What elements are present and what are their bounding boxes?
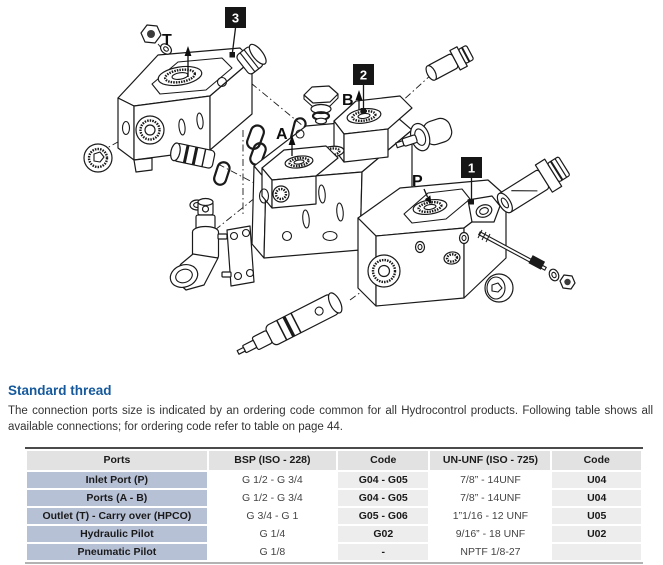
callout-3-number: 3 [232, 11, 239, 26]
cell-port-name: Hydraulic Pilot [25, 523, 209, 544]
table-row-inlet-port: Inlet Port (P) G 1/2 - G 3/4 G04 - G05 7… [25, 469, 643, 490]
col-header-ports: Ports [25, 448, 209, 472]
port-label-A: A [276, 126, 296, 156]
port-label-T: T [162, 32, 192, 77]
cell-unf-code [550, 541, 643, 562]
col-header-bsp-code: Code [336, 448, 431, 472]
tie-rod [477, 229, 547, 271]
valve-section-inlet [357, 179, 507, 307]
thread-table: Ports BSP (ISO - 228) Code UN-UNF (ISO -… [25, 448, 643, 562]
cell-bsp-size: G 1/2 - G 3/4 [206, 469, 339, 490]
plug-carryover [236, 43, 267, 75]
stud-nut [140, 24, 162, 44]
cell-bsp-size: G 1/4 [206, 523, 339, 544]
cell-bsp-code: G05 - G06 [336, 505, 431, 526]
thread-table-wrap: Ports BSP (ISO - 228) Code UN-UNF (ISO -… [25, 446, 643, 564]
rod-washer [548, 268, 560, 282]
plug-side-left [83, 143, 113, 173]
cell-bsp-size: G 1/8 [206, 541, 339, 562]
cell-bsp-size: G 1/2 - G 3/4 [206, 487, 339, 508]
port-letter-T: T [162, 32, 172, 49]
cell-unf-size: 1”1/16 - 12 UNF [428, 505, 553, 526]
cell-unf-code: U05 [550, 505, 643, 526]
port-label-B: B [342, 90, 363, 110]
cell-unf-size: 7/8” - 14UNF [428, 487, 553, 508]
cell-port-name: Outlet (T) - Carry over (HPCO) [25, 505, 209, 526]
port-letter-B: B [342, 92, 354, 109]
pilot-valve [395, 117, 453, 152]
section-heading: Standard thread [8, 383, 112, 398]
table-row-ports-ab: Ports (A - B) G 1/2 - G 3/4 G04 - G05 7/… [25, 487, 643, 508]
cell-bsp-size: G 3/4 - G 1 [206, 505, 339, 526]
table-header-row: Ports BSP (ISO - 228) Code UN-UNF (ISO -… [25, 448, 643, 472]
port-label-P: P [412, 173, 432, 204]
cell-unf-code: U02 [550, 523, 643, 544]
rod-nut [559, 274, 576, 290]
cell-port-name: Pneumatic Pilot [25, 541, 209, 562]
col-header-ununf: UN-UNF (ISO - 725) [428, 448, 553, 472]
standard-thread-section: Standard thread The connection ports siz… [0, 383, 663, 564]
washer [159, 43, 173, 55]
plug-vent [303, 85, 339, 125]
spool [170, 142, 216, 169]
lever-assembly [169, 197, 255, 291]
table-row-pneumatic-pilot: Pneumatic Pilot G 1/8 - NPTF 1/8-27 [25, 541, 643, 562]
plug-inlet-side [484, 273, 514, 303]
cell-unf-size: NPTF 1/8-27 [428, 541, 553, 562]
callout-2: 2 [353, 64, 374, 114]
cell-unf-size: 9/16” - 18 UNF [428, 523, 553, 544]
cell-bsp-code: G04 - G05 [336, 469, 431, 490]
callout-1-number: 1 [468, 161, 475, 176]
cell-port-name: Inlet Port (P) [25, 469, 209, 490]
cell-port-name: Ports (A - B) [25, 487, 209, 508]
cell-bsp-code: G02 [336, 523, 431, 544]
callout-1: 1 [461, 157, 482, 205]
plug-small-top [425, 45, 474, 81]
callout-2-number: 2 [360, 68, 367, 83]
section-paragraph: The connection ports size is indicated b… [8, 405, 653, 434]
callout-3: 3 [225, 7, 246, 58]
port-letter-A: A [276, 126, 288, 143]
check-cartridge [496, 156, 570, 214]
table-row-hydraulic-pilot: Hydraulic Pilot G 1/4 G02 9/16” - 18 UNF… [25, 523, 643, 544]
exploded-diagram-svg: 3 2 1 T A B P [83, 7, 576, 355]
cell-unf-code: U04 [550, 469, 643, 490]
cell-unf-size: 7/8” - 14UNF [428, 469, 553, 490]
col-header-ununf-code: Code [550, 448, 643, 472]
table-row-outlet-carryover: Outlet (T) - Carry over (HPCO) G 3/4 - G… [25, 505, 643, 526]
port-letter-P: P [412, 173, 423, 190]
cell-bsp-code: G04 - G05 [336, 487, 431, 508]
valve-section-outlet [117, 47, 253, 173]
col-header-bsp: BSP (ISO - 228) [206, 448, 339, 472]
exploded-valve-diagram: 3 2 1 T A B P [83, 7, 576, 355]
cell-bsp-code: - [336, 541, 431, 562]
valve-section-working [251, 95, 413, 259]
cell-unf-code: U04 [550, 487, 643, 508]
relief-cartridge [236, 292, 343, 355]
